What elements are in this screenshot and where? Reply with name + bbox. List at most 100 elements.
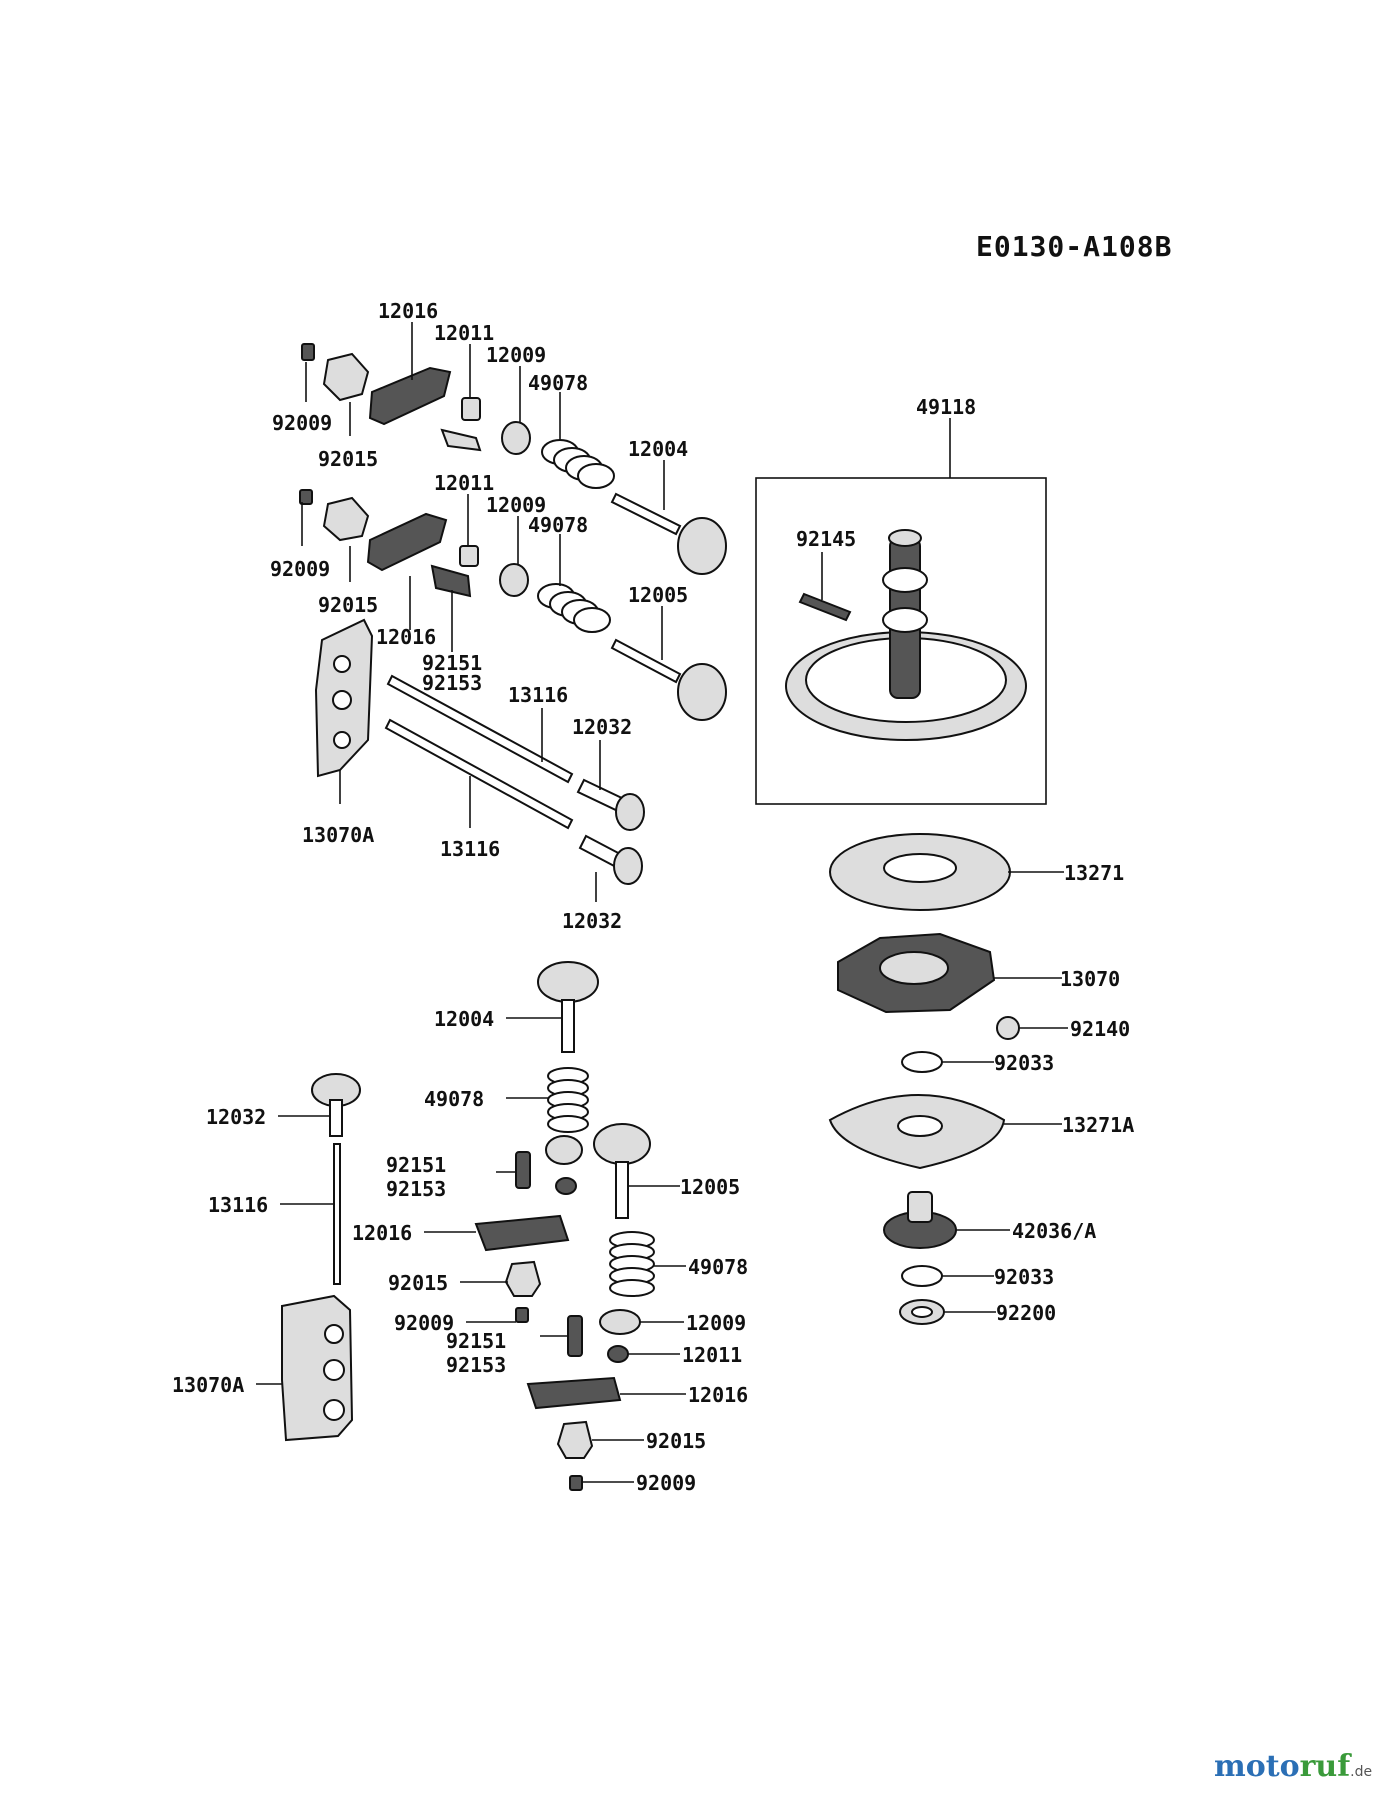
label-92200: 92200 bbox=[996, 1301, 1056, 1325]
lower-rocker-arm-1 bbox=[474, 1214, 570, 1252]
label-92009-d: 92009 bbox=[636, 1471, 696, 1495]
label-13070A-a: 13070A bbox=[302, 823, 374, 847]
label-92009-a: 92009 bbox=[272, 411, 332, 435]
label-13070A-b: 13070A bbox=[172, 1373, 244, 1397]
push-rod-upper-2 bbox=[384, 718, 574, 830]
adjust-screw-part-2 bbox=[299, 489, 313, 505]
label-92153-b: 92153 bbox=[386, 1177, 446, 1201]
spring-retainer-part bbox=[501, 421, 531, 455]
label-12011-c: 12011 bbox=[682, 1343, 742, 1367]
diagram-code: E0130-A108B bbox=[976, 230, 1172, 263]
lower-rocker-arm-2 bbox=[526, 1376, 622, 1410]
tappet-upper-1-head bbox=[615, 793, 645, 831]
watermark-logo-text: motoruf.de bbox=[1214, 1749, 1372, 1784]
label-12004-b: 12004 bbox=[434, 1007, 494, 1031]
rocker-cap-part bbox=[461, 397, 481, 421]
lower-intake-valve-head bbox=[537, 961, 599, 1003]
label-12016-d: 12016 bbox=[688, 1383, 748, 1407]
label-92145: 92145 bbox=[796, 527, 856, 551]
lower-spring-1 bbox=[547, 1067, 589, 1133]
lower-spring-2 bbox=[609, 1231, 655, 1297]
lower-intake-valve-stem bbox=[561, 999, 575, 1053]
lower-tappet-stem bbox=[329, 1099, 343, 1137]
guide-plate-hole bbox=[333, 655, 351, 673]
valve-spring-part bbox=[541, 439, 615, 489]
pivot-nut-part-2 bbox=[322, 496, 370, 542]
rocker-stud-part bbox=[440, 428, 482, 452]
thrust-washer-hole bbox=[883, 853, 957, 883]
pivot-nut-part bbox=[322, 352, 370, 402]
lower-exhaust-valve-stem bbox=[615, 1161, 629, 1219]
rocker-stud-part-2 bbox=[430, 564, 472, 598]
lower-adjust-screw-1 bbox=[515, 1307, 529, 1323]
lower-retainer-2 bbox=[599, 1309, 641, 1335]
label-92153-c: 92153 bbox=[446, 1353, 506, 1377]
label-12005-b: 12005 bbox=[680, 1175, 740, 1199]
label-92151-a: 92151 bbox=[422, 651, 482, 675]
label-13070: 13070 bbox=[1060, 967, 1120, 991]
label-49078-c: 49078 bbox=[424, 1087, 484, 1111]
lower-rocker-stud bbox=[515, 1151, 531, 1189]
label-92140: 92140 bbox=[1070, 1017, 1130, 1041]
label-12011-b: 12011 bbox=[434, 471, 494, 495]
label-49078-a: 49078 bbox=[528, 371, 588, 395]
circlip-part-2 bbox=[901, 1265, 943, 1287]
intake-valve-stem bbox=[610, 492, 682, 536]
lower-pivot-nut-1 bbox=[504, 1260, 542, 1297]
guide-plate-hole-2 bbox=[332, 690, 352, 710]
label-12032-c: 12032 bbox=[206, 1105, 266, 1129]
label-13271: 13271 bbox=[1064, 861, 1124, 885]
lower-retainer bbox=[545, 1135, 583, 1165]
label-13116-a: 13116 bbox=[508, 683, 568, 707]
rocker-arm-part-2 bbox=[366, 512, 448, 572]
upper-rocker-assembly-1 bbox=[301, 343, 727, 575]
tappet-upper-2-head bbox=[613, 847, 643, 885]
decompression-spring-part bbox=[798, 592, 852, 622]
exhaust-valve-stem bbox=[610, 638, 682, 684]
rocker-cap-part-2 bbox=[459, 545, 479, 567]
label-92015-d: 92015 bbox=[646, 1429, 706, 1453]
lower-cap-2 bbox=[607, 1345, 629, 1363]
label-92033-a: 92033 bbox=[994, 1051, 1054, 1075]
label-12004-a: 12004 bbox=[628, 437, 688, 461]
label-49078-b: 49078 bbox=[528, 513, 588, 537]
label-49078-d: 49078 bbox=[688, 1255, 748, 1279]
label-12032-b: 12032 bbox=[562, 909, 622, 933]
label-92015-b: 92015 bbox=[318, 593, 378, 617]
label-42036A: 42036/A bbox=[1012, 1219, 1096, 1243]
camshaft-box bbox=[755, 477, 1047, 805]
label-92151-c: 92151 bbox=[446, 1329, 506, 1353]
label-13116-b: 13116 bbox=[440, 837, 500, 861]
lower-pivot-nut-2 bbox=[556, 1420, 594, 1459]
upper-rocker-assembly-2 bbox=[299, 489, 727, 721]
lower-cap bbox=[555, 1177, 577, 1195]
label-12009-b: 12009 bbox=[486, 493, 546, 517]
label-92009-c: 92009 bbox=[394, 1311, 454, 1335]
label-49118: 49118 bbox=[916, 395, 976, 419]
label-92153-a: 92153 bbox=[422, 671, 482, 695]
valve-spring-part-2 bbox=[537, 583, 611, 633]
label-12016-c: 12016 bbox=[352, 1221, 412, 1245]
label-12032-a: 12032 bbox=[572, 715, 632, 739]
label-92033-b: 92033 bbox=[994, 1265, 1054, 1289]
label-12016-a: 12016 bbox=[378, 299, 438, 323]
lower-push-rod bbox=[333, 1143, 341, 1285]
label-13116-c: 13116 bbox=[208, 1193, 268, 1217]
exhaust-valve-head bbox=[677, 663, 727, 721]
guide-plate-hole-3 bbox=[333, 731, 351, 749]
label-92151-b: 92151 bbox=[386, 1153, 446, 1177]
circlip-part bbox=[901, 1051, 943, 1073]
label-12009-c: 12009 bbox=[686, 1311, 746, 1335]
lower-exhaust-valve-head bbox=[593, 1123, 651, 1165]
steel-ball-part bbox=[996, 1016, 1020, 1040]
label-12016-b: 12016 bbox=[376, 625, 436, 649]
watermark-logo: motoruf.de bbox=[1214, 1749, 1372, 1784]
label-12005-a: 12005 bbox=[628, 583, 688, 607]
label-92015-a: 92015 bbox=[318, 447, 378, 471]
label-12011-a: 12011 bbox=[434, 321, 494, 345]
rocker-arm-part bbox=[368, 366, 452, 426]
spring-retainer-part-2 bbox=[499, 563, 529, 597]
lower-adjust-screw-2 bbox=[569, 1475, 583, 1491]
adjust-screw-part bbox=[301, 343, 315, 361]
